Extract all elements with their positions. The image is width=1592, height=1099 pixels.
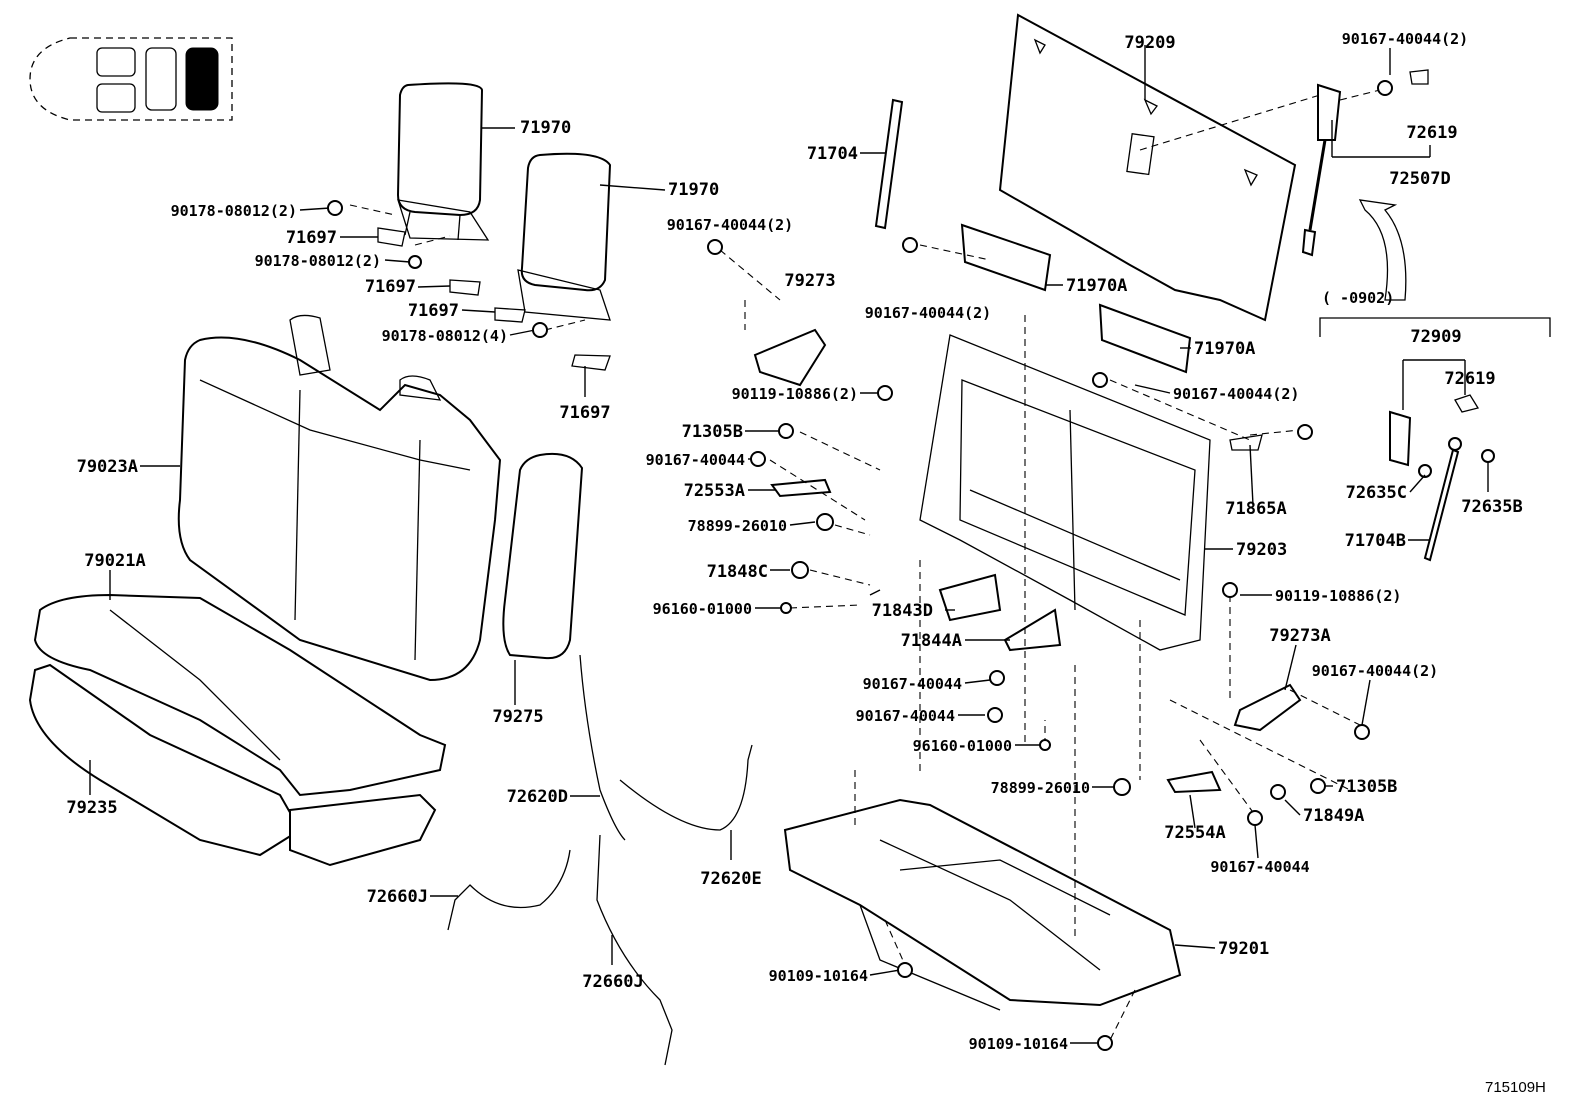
callout-90178-08012-4: 90178-08012(4) xyxy=(382,327,508,345)
callout-71704: 71704 xyxy=(807,144,858,164)
seat-cushion xyxy=(28,593,447,867)
callout-71697: 71697 xyxy=(365,277,416,297)
callout-96160-01000: 96160-01000 xyxy=(653,600,752,618)
callout-72553a: 72553A xyxy=(684,481,745,501)
seatback-frame xyxy=(919,334,1211,651)
headrest-left xyxy=(377,82,490,247)
leader-lines xyxy=(89,45,1489,1044)
callout-71970a: 71970A xyxy=(1066,276,1127,296)
callout-71697: 71697 xyxy=(408,301,459,321)
callout-71305b: 71305B xyxy=(1336,777,1397,797)
callout-71970: 71970 xyxy=(520,118,571,138)
small-parts xyxy=(753,69,1429,794)
bracket-72909 xyxy=(1319,317,1551,562)
callout-90167-40044-2: 90167-40044(2) xyxy=(865,304,991,322)
callout-72619: 72619 xyxy=(1444,369,1495,389)
assembly-dash-lines xyxy=(349,89,1381,1041)
callout-90167-40044: 90167-40044 xyxy=(856,707,955,725)
callout-78899-26010: 78899-26010 xyxy=(991,779,1090,797)
callout-78899-26010: 78899-26010 xyxy=(688,517,787,535)
cables xyxy=(447,654,753,1066)
callout-90119-10886-2: 90119-10886(2) xyxy=(1275,587,1401,605)
callout-72660j: 72660J xyxy=(367,887,428,907)
callout-79201: 79201 xyxy=(1218,939,1269,959)
seat-position-inset xyxy=(29,37,233,121)
callout-72635c: 72635C xyxy=(1346,483,1407,503)
inset-applicability-note: ( -0902) xyxy=(1322,289,1394,307)
callout-90178-08012-2: 90178-08012(2) xyxy=(255,252,381,270)
seat-back xyxy=(177,314,584,682)
headrest-right xyxy=(449,152,612,371)
callout-90109-10164: 90109-10164 xyxy=(969,1035,1068,1053)
callout-72660j: 72660J xyxy=(582,972,643,992)
callout-71848c: 71848C xyxy=(707,562,768,582)
rear-panel xyxy=(998,13,1297,322)
callout-labels: 71970 71970 90178-08012(2) 71697 90178-08012… xyxy=(66,30,1522,1053)
callout-90109-10164: 90109-10164 xyxy=(769,967,868,985)
callout-72554a: 72554A xyxy=(1164,823,1225,843)
callout-72620d: 72620D xyxy=(507,787,568,807)
callout-72620e: 72620E xyxy=(700,869,761,889)
callout-71844a: 71844A xyxy=(901,631,962,651)
callout-71843d: 71843D xyxy=(872,601,933,621)
callout-79023a: 79023A xyxy=(77,457,138,477)
callout-90167-40044: 90167-40044 xyxy=(1210,858,1309,876)
highlighted-seat-icon xyxy=(185,47,219,111)
callout-71865a: 71865A xyxy=(1225,499,1286,519)
callout-90167-40044: 90167-40044 xyxy=(646,451,745,469)
callout-71697: 71697 xyxy=(559,403,610,423)
cushion-frame xyxy=(783,798,1182,1011)
callout-90167-40044-2: 90167-40044(2) xyxy=(1342,30,1468,48)
callout-90167-40044: 90167-40044 xyxy=(863,675,962,693)
callout-79235: 79235 xyxy=(66,798,117,818)
callout-90167-40044-2: 90167-40044(2) xyxy=(1173,385,1299,403)
callout-71305b: 71305B xyxy=(682,422,743,442)
callout-79203: 79203 xyxy=(1236,540,1287,560)
callout-79273a: 79273A xyxy=(1269,626,1330,646)
callout-96160-01000: 96160-01000 xyxy=(913,737,1012,755)
callout-71697: 71697 xyxy=(286,228,337,248)
callout-72507d: 72507D xyxy=(1389,169,1450,189)
callout-71704b: 71704B xyxy=(1345,531,1406,551)
callout-90167-40044-2: 90167-40044(2) xyxy=(1312,662,1438,680)
callout-79021a: 79021A xyxy=(84,551,145,571)
callout-71970a: 71970A xyxy=(1194,339,1255,359)
fasteners xyxy=(327,80,1393,1051)
callout-79273: 79273 xyxy=(784,271,835,291)
callout-72635b: 72635B xyxy=(1461,497,1522,517)
drawing-code: 715109H xyxy=(1485,1079,1546,1096)
callout-90167-40044-2: 90167-40044(2) xyxy=(667,216,793,234)
callout-72909: 72909 xyxy=(1410,327,1461,347)
callout-90119-10886-2: 90119-10886(2) xyxy=(732,385,858,403)
callout-79209: 79209 xyxy=(1124,33,1175,53)
hinge-72507D xyxy=(1301,83,1407,301)
callout-79275: 79275 xyxy=(492,707,543,727)
callout-90178-08012-2: 90178-08012(2) xyxy=(171,202,297,220)
rod-71704 xyxy=(874,98,904,230)
callout-71970: 71970 xyxy=(668,180,719,200)
callout-72619: 72619 xyxy=(1406,123,1457,143)
callout-71849a: 71849A xyxy=(1303,806,1364,826)
